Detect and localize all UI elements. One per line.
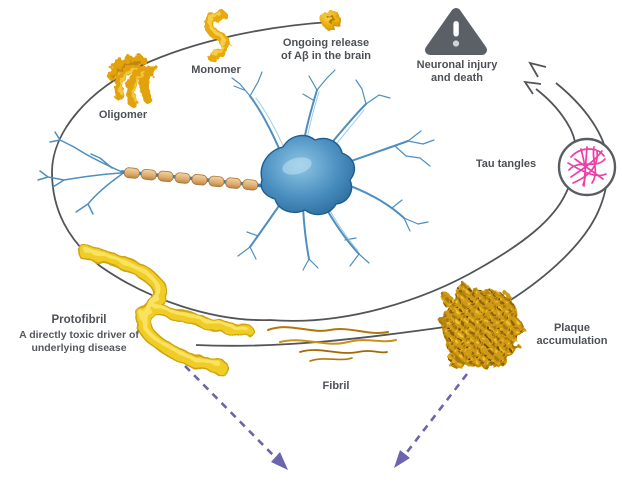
dashed-arrow-right: [402, 373, 469, 457]
myelin-sheath: [123, 167, 259, 191]
outcome-arrows: [184, 365, 469, 470]
arrowhead-to-injury-outer: [528, 61, 547, 78]
amyloid-oligomer-blob: [107, 55, 158, 108]
arc-protofibril-to-plaque: [195, 325, 453, 347]
amyloid-beta-particle: [321, 10, 341, 30]
neuron-soma: [260, 134, 356, 216]
amyloid-plaque-mass: [441, 285, 524, 369]
warning-triangle-icon: [425, 8, 487, 55]
dashed-arrow-left: [184, 365, 277, 459]
tau-tangle-scribble-icon: [557, 137, 617, 197]
arrowhead-to-injury-inner: [523, 80, 542, 95]
neuron-illustration: [37, 69, 435, 271]
protofibril-chain: [77, 245, 254, 375]
amyloid-monomer-squiggle: [204, 10, 230, 62]
fibril-strands: [267, 326, 397, 362]
arrowhead-purple-right: [394, 450, 410, 468]
arrowhead-purple-left: [271, 452, 288, 470]
